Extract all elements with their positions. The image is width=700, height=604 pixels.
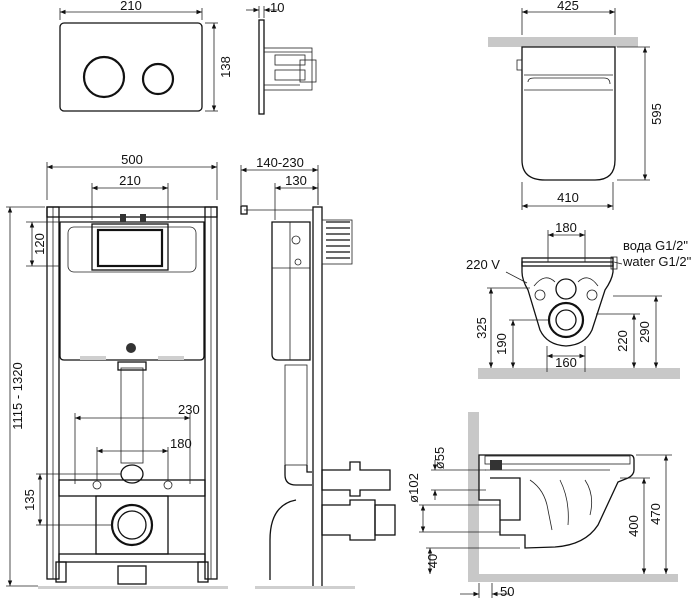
flush-plate-side-view [258,19,317,115]
plate-width-dimension: 210 [59,0,203,20]
front-190-label: 190 [494,333,509,355]
front-160-label: 160 [555,355,577,370]
studs-230-label: 230 [178,402,200,417]
side-d55-label: ø55 [432,447,447,469]
water-label-ru: вода G1/2" [623,238,688,253]
front-180-dimension: 180 [547,220,586,262]
front-220-label: 220 [615,330,630,352]
bowl-bottom-width-dimension: 410 [521,182,614,210]
studs-180-dimension: 180 [96,436,192,480]
bowl-top-view [488,37,638,181]
side-400-dimension: 400 [620,477,650,574]
frame-width-label: 500 [121,152,143,167]
tank-width-dimension: 210 [91,173,169,220]
plate-height-label: 138 [218,56,233,78]
bowl-top-width-dimension: 425 [521,0,616,35]
studs-230-dimension: 230 [74,402,200,484]
front-190-dimension: 190 [494,319,548,368]
plate-depth-label: 10 [270,0,284,15]
front-220-dimension: 220 [596,313,640,368]
plate-height-dimension: 138 [205,22,233,112]
side-50-dimension: 50 [460,583,514,599]
outlet-135-label: 135 [22,489,37,511]
flush-plate-front-view [59,22,203,112]
tank-offset-label: 120 [32,233,47,255]
depth-130-dimension: 130 [274,173,319,220]
power-label: 220 V [466,257,500,272]
installation-frame-front-view [38,206,228,589]
side-40-dimension: 40 [425,547,520,574]
tank-width-label: 210 [119,173,141,188]
plate-depth-dimension: 10 [246,0,284,18]
side-d55-dimension: ø55 [431,447,486,500]
side-50-label: 50 [500,584,514,599]
front-160-dimension: 160 [546,346,586,372]
plate-width-label: 210 [120,0,142,13]
bowl-front-view [478,256,680,379]
side-40-label: 40 [425,554,440,568]
installation-frame-side-view [240,205,396,589]
side-400-label: 400 [626,515,641,537]
frame-height-dimension: 1115 - 1320 [6,206,45,587]
depth-range-label: 140-230 [256,155,304,170]
bowl-length-dimension: 595 [617,46,664,181]
frame-height-label: 1115 - 1320 [10,362,25,429]
front-290-dimension: 290 [613,295,662,368]
bowl-side-view [468,412,678,582]
frame-width-dimension: 500 [46,152,218,200]
bowl-length-label: 595 [649,103,664,125]
front-325-dimension: 325 [474,287,530,368]
side-d102-label: ø102 [406,473,421,503]
bowl-bottom-width-label: 410 [557,190,579,205]
studs-180-label: 180 [170,436,192,451]
side-d102-dimension: ø102 [406,473,500,533]
tank-offset-dimension: 120 [26,221,90,267]
front-180-label: 180 [555,220,577,235]
outlet-135-dimension: 135 [22,473,121,526]
depth-130-label: 130 [285,173,307,188]
front-290-label: 290 [637,321,652,343]
side-470-label: 470 [648,503,663,525]
water-label-en: water G1/2" [622,254,692,269]
side-470-dimension: 470 [636,454,672,574]
front-325-label: 325 [474,317,489,339]
bowl-top-width-label: 425 [557,0,579,13]
